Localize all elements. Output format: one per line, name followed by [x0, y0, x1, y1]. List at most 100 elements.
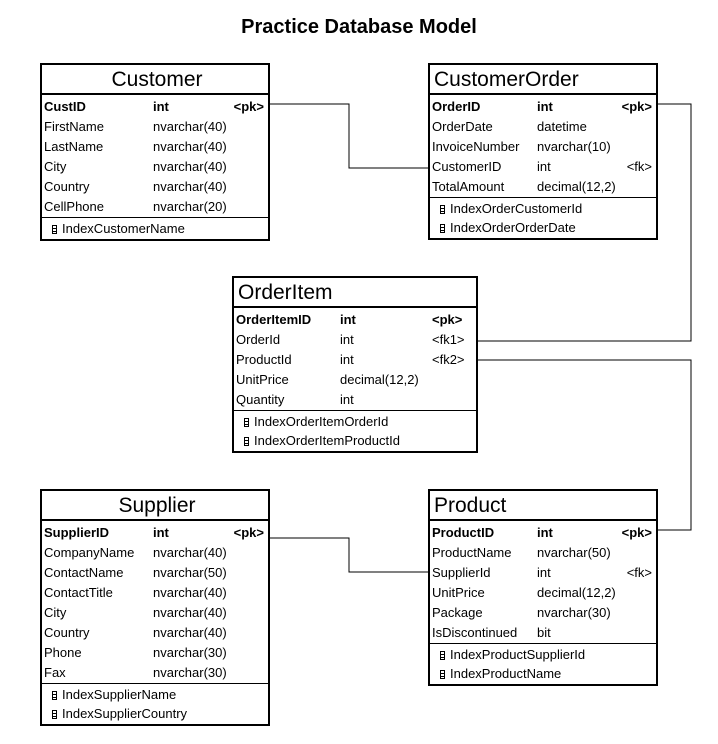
- index-name: IndexProductSupplierId: [450, 647, 586, 662]
- field-row[interactable]: InvoiceNumber nvarchar(10): [430, 137, 656, 157]
- field-row[interactable]: CompanyName nvarchar(40): [42, 543, 268, 563]
- field-type: nvarchar(10): [537, 139, 611, 154]
- field-row[interactable]: IsDiscontinued bit: [430, 623, 656, 643]
- entity-title: Customer: [42, 65, 268, 95]
- field-name: Phone: [44, 645, 82, 660]
- field-type: int: [340, 392, 354, 407]
- index-item[interactable]: IndexOrderItemOrderId: [244, 412, 476, 431]
- index-icon: [440, 651, 445, 660]
- field-row[interactable]: City nvarchar(40): [42, 603, 268, 623]
- field-row[interactable]: City nvarchar(40): [42, 157, 268, 177]
- field-row[interactable]: FirstName nvarchar(40): [42, 117, 268, 137]
- field-row[interactable]: ProductID int <pk>: [430, 523, 656, 543]
- index-name: IndexCustomerName: [62, 221, 185, 236]
- field-type: int: [153, 99, 169, 114]
- field-type: int: [537, 525, 553, 540]
- index-item[interactable]: IndexOrderOrderDate: [440, 218, 656, 237]
- field-name: IsDiscontinued: [432, 625, 518, 640]
- field-type: decimal(12,2): [340, 372, 419, 387]
- field-name: OrderId: [236, 332, 281, 347]
- entity-title: Product: [430, 491, 656, 521]
- field-row[interactable]: LastName nvarchar(40): [42, 137, 268, 157]
- field-row[interactable]: CustomerID int <fk>: [430, 157, 656, 177]
- field-type: int: [340, 352, 354, 367]
- entity-title: Supplier: [42, 491, 268, 521]
- field-row[interactable]: CellPhone nvarchar(20): [42, 197, 268, 217]
- index-icon: [440, 224, 445, 233]
- field-name: SupplierID: [44, 525, 110, 540]
- entity-title: OrderItem: [234, 278, 476, 308]
- field-name: SupplierId: [432, 565, 491, 580]
- index-item[interactable]: IndexProductSupplierId: [440, 645, 656, 664]
- field-type: datetime: [537, 119, 587, 134]
- field-row[interactable]: OrderDate datetime: [430, 117, 656, 137]
- diagram-title: Practice Database Model: [241, 16, 477, 38]
- field-key: <fk>: [626, 159, 652, 174]
- index-item[interactable]: IndexProductName: [440, 664, 656, 683]
- field-name: ProductName: [432, 545, 512, 560]
- field-name: CustID: [44, 99, 86, 114]
- field-list: OrderID int <pk> OrderDate datetime Invo…: [430, 95, 656, 197]
- entity-customerorder[interactable]: CustomerOrder OrderID int <pk> OrderDate…: [428, 63, 658, 240]
- field-type: int: [153, 525, 169, 540]
- field-list: CustID int <pk> FirstName nvarchar(40) L…: [42, 95, 268, 217]
- entity-orderitem[interactable]: OrderItem OrderItemID int <pk> OrderId i…: [232, 276, 478, 453]
- field-row[interactable]: Fax nvarchar(30): [42, 663, 268, 683]
- index-item[interactable]: IndexSupplierCountry: [52, 704, 268, 723]
- field-row[interactable]: SupplierId int <fk>: [430, 563, 656, 583]
- index-list: IndexSupplierName IndexSupplierCountry: [42, 683, 268, 724]
- field-row[interactable]: OrderID int <pk>: [430, 97, 656, 117]
- index-item[interactable]: IndexSupplierName: [52, 685, 268, 704]
- field-row[interactable]: ContactTitle nvarchar(40): [42, 583, 268, 603]
- field-type: nvarchar(30): [153, 665, 227, 680]
- field-row[interactable]: Quantity int: [234, 390, 476, 410]
- relationship-product-orderitem: [477, 359, 692, 531]
- field-row[interactable]: Country nvarchar(40): [42, 177, 268, 197]
- field-name: CompanyName: [44, 545, 135, 560]
- field-type: nvarchar(20): [153, 199, 227, 214]
- field-row[interactable]: ContactName nvarchar(50): [42, 563, 268, 583]
- field-row[interactable]: Phone nvarchar(30): [42, 643, 268, 663]
- index-name: IndexProductName: [450, 666, 562, 681]
- field-name: Package: [432, 605, 483, 620]
- field-row[interactable]: OrderItemID int <pk>: [234, 310, 476, 330]
- field-row[interactable]: OrderId int <fk1>: [234, 330, 476, 350]
- field-name: City: [44, 159, 67, 174]
- index-name: IndexOrderCustomerId: [450, 201, 583, 216]
- field-name: OrderItemID: [236, 312, 312, 327]
- index-icon: [440, 670, 445, 679]
- field-row[interactable]: ProductId int <fk2>: [234, 350, 476, 370]
- field-name: City: [44, 605, 67, 620]
- entity-customer[interactable]: Customer CustID int <pk> FirstName nvarc…: [40, 63, 270, 241]
- relationship-supplier-product: [269, 537, 430, 573]
- field-type: nvarchar(50): [537, 545, 611, 560]
- field-row[interactable]: SupplierID int <pk>: [42, 523, 268, 543]
- field-name: LastName: [44, 139, 104, 154]
- field-row[interactable]: CustID int <pk>: [42, 97, 268, 117]
- field-row[interactable]: TotalAmount decimal(12,2): [430, 177, 656, 197]
- field-list: ProductID int <pk> ProductName nvarchar(…: [430, 521, 656, 643]
- field-row[interactable]: Country nvarchar(40): [42, 623, 268, 643]
- index-item[interactable]: IndexOrderCustomerId: [440, 199, 656, 218]
- field-type: decimal(12,2): [537, 179, 616, 194]
- field-name: CustomerID: [432, 159, 502, 174]
- field-type: nvarchar(40): [153, 179, 227, 194]
- field-row[interactable]: ProductName nvarchar(50): [430, 543, 656, 563]
- field-name: OrderDate: [432, 119, 493, 134]
- field-key: <fk2>: [432, 352, 465, 367]
- field-row[interactable]: UnitPrice decimal(12,2): [430, 583, 656, 603]
- field-type: nvarchar(30): [153, 645, 227, 660]
- entity-supplier[interactable]: Supplier SupplierID int <pk> CompanyName…: [40, 489, 270, 726]
- field-type: nvarchar(40): [153, 119, 227, 134]
- field-row[interactable]: Package nvarchar(30): [430, 603, 656, 623]
- index-item[interactable]: IndexCustomerName: [52, 219, 268, 238]
- relationship-customer-customerorder: [269, 103, 430, 169]
- field-name: Country: [44, 625, 90, 640]
- index-item[interactable]: IndexOrderItemProductId: [244, 431, 476, 450]
- entity-product[interactable]: Product ProductID int <pk> ProductName n…: [428, 489, 658, 686]
- field-type: nvarchar(40): [153, 139, 227, 154]
- field-key: <pk>: [432, 312, 463, 327]
- field-type: nvarchar(40): [153, 605, 227, 620]
- field-row[interactable]: UnitPrice decimal(12,2): [234, 370, 476, 390]
